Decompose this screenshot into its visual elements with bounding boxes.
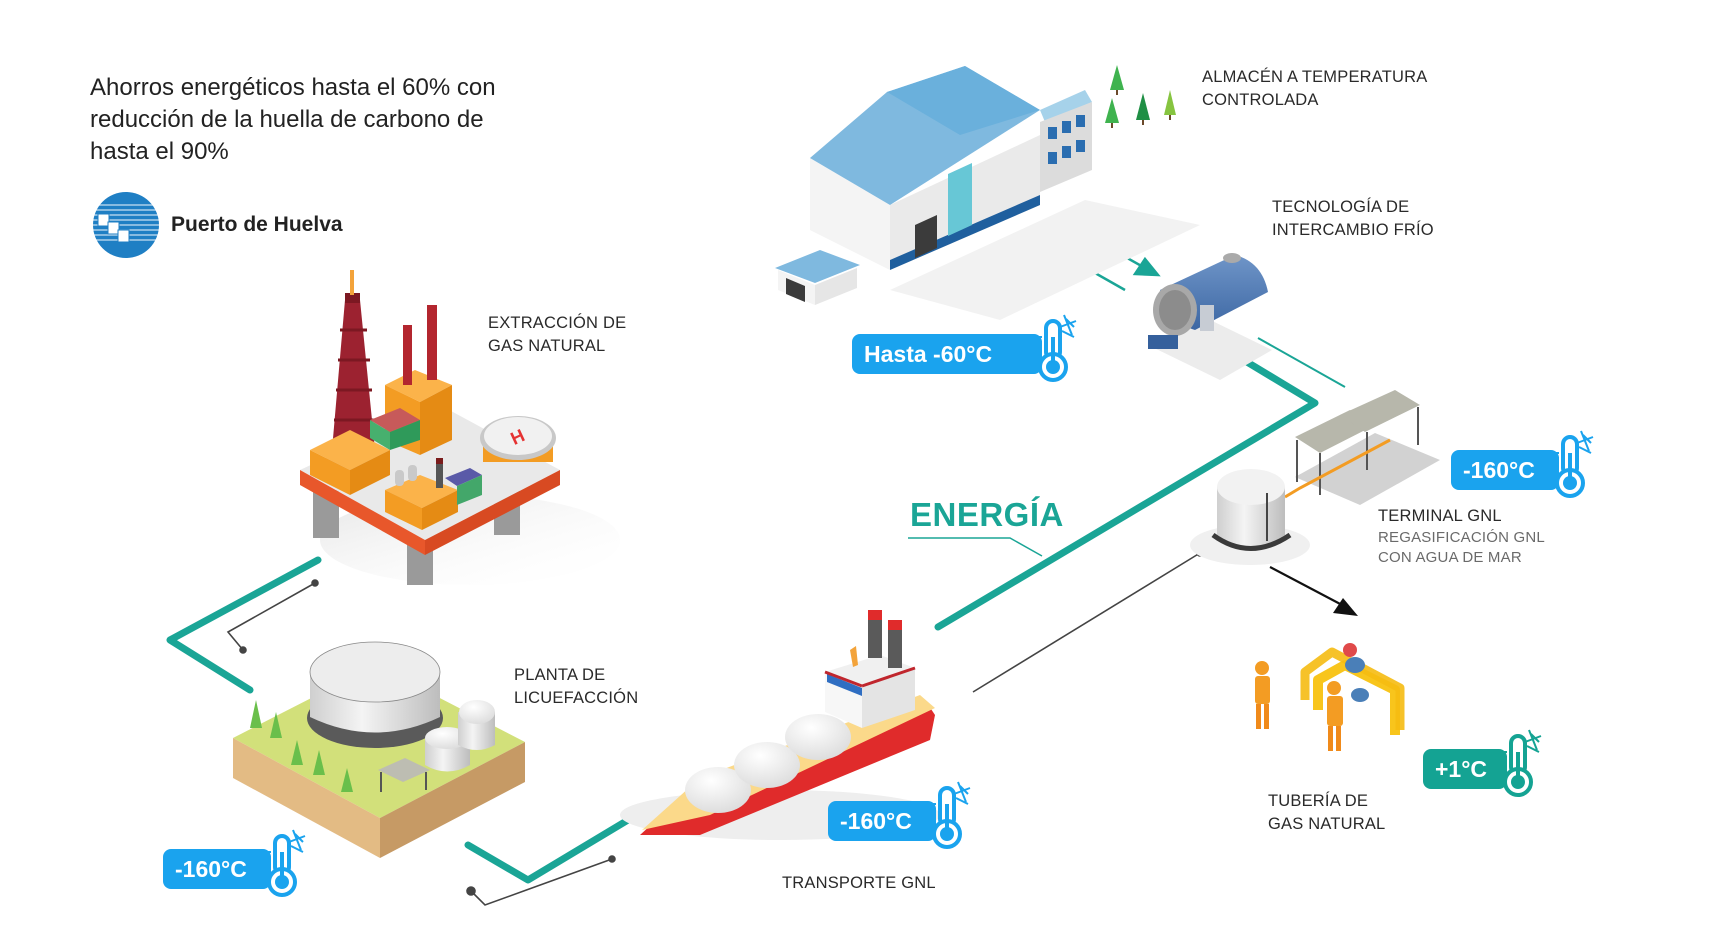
thermometer-snowflake-icon — [265, 829, 306, 897]
thermometer-snowflake-icon — [930, 781, 971, 849]
extraction-label-line1: EXTRACCIÓN DE — [488, 314, 627, 332]
pipeline-label-line2: GAS NATURAL — [1268, 815, 1386, 833]
warehouse-temperature-badge: Hasta -60°C — [852, 334, 1042, 374]
headline-line: reducción de la huella de carbono de — [90, 106, 484, 133]
liquefaction-label-line1: PLANTA DE — [514, 666, 606, 684]
terminal-label-sub1: REGASIFICACIÓN GNL — [1378, 529, 1545, 546]
thermometer-snowflake-icon — [1553, 430, 1594, 498]
liquefaction-temperature-badge: -160°C — [163, 849, 271, 889]
lng-terminal-illustration — [1190, 390, 1440, 565]
pipeline-label-line1: TUBERÍA DE — [1268, 792, 1369, 810]
flow-arrow — [1269, 566, 1358, 616]
warehouse-label-line1: ALMACÉN A TEMPERATURA — [1202, 68, 1428, 86]
energy-flow-line — [166, 352, 1319, 884]
extraction-label: EXTRACCIÓN DE GAS NATURAL — [488, 312, 626, 358]
cold-exchange-unit-illustration — [1148, 253, 1272, 380]
puerto-de-huelva-logo-icon — [93, 192, 159, 258]
thermometer-snowflake-icon — [1036, 314, 1077, 382]
liquefaction-label-line2: LICUEFACCIÓN — [514, 689, 639, 707]
transport-label: TRANSPORTE GNL — [782, 874, 936, 892]
gas-pipeline-illustration — [1255, 643, 1405, 751]
terminal-label: TERMINAL GNL REGASIFICACIÓN GNL CON AGUA… — [1378, 505, 1545, 568]
liquefaction-label: PLANTA DE LICUEFACCIÓN — [514, 664, 638, 710]
exchange-label: TECNOLOGÍA DE INTERCAMBIO FRÍO — [1272, 196, 1434, 242]
pipeline-label: TUBERÍA DE GAS NATURAL — [1268, 790, 1385, 836]
pipeline-temperature-badge: +1°C — [1423, 749, 1507, 789]
headline: Ahorros energéticos hasta el 60% con red… — [90, 72, 590, 168]
energy-label-leader — [908, 537, 1043, 557]
warehouse-illustration — [775, 65, 1200, 320]
warehouse-label: ALMACÉN A TEMPERATURA CONTROLADA — [1202, 66, 1427, 112]
transport-temperature-badge: -160°C — [828, 801, 936, 841]
offshore-platform-illustration: H — [300, 270, 620, 585]
terminal-temperature-badge: -160°C — [1451, 450, 1559, 490]
exchange-label-line2: INTERCAMBIO FRÍO — [1272, 221, 1434, 239]
headline-line: hasta el 90% — [90, 138, 229, 165]
cold-flow-line — [1257, 337, 1346, 388]
material-flow-line — [226, 549, 1204, 906]
energy-label: ENERGÍA — [910, 496, 1064, 533]
exchange-label-line1: TECNOLOGÍA DE — [1272, 198, 1410, 216]
logo-name: Puerto de Huelva — [171, 213, 343, 236]
warehouse-label-line2: CONTROLADA — [1202, 91, 1319, 109]
terminal-label-line1: TERMINAL GNL — [1378, 507, 1502, 525]
terminal-label-sub2: CON AGUA DE MAR — [1378, 549, 1522, 566]
liquefaction-plant-illustration — [233, 641, 525, 858]
thermometer-snowflake-icon — [1501, 729, 1542, 797]
headline-line: Ahorros energéticos hasta el 60% con — [90, 74, 496, 101]
extraction-label-line2: GAS NATURAL — [488, 337, 606, 355]
